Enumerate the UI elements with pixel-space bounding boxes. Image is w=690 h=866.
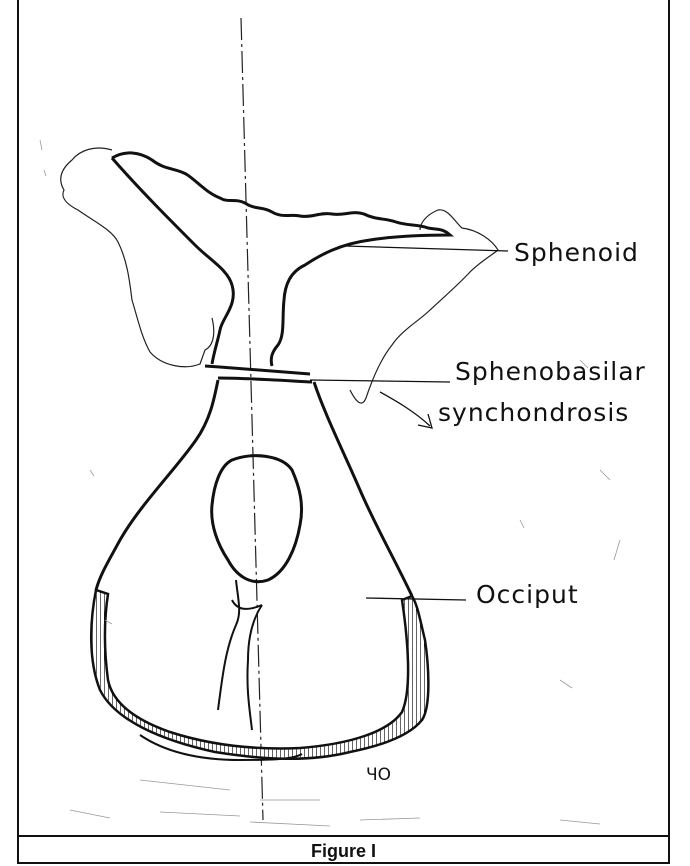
artist-initials: ЧО	[366, 765, 391, 785]
label-synchondrosis-line1: Sphenobasilar	[455, 357, 646, 386]
midline	[241, 18, 263, 820]
label-sphenoid: Sphenoid	[514, 238, 639, 267]
leader-synchondrosis	[310, 380, 450, 382]
foramen-magnum	[212, 456, 302, 582]
leader-occiput	[366, 598, 466, 600]
caption-text: Figure I	[311, 841, 376, 862]
sphenoid-outline	[61, 148, 498, 403]
synchondrosis-bars	[205, 366, 312, 382]
occipital-rim-hatched	[91, 590, 428, 759]
label-occiput: Occiput	[476, 580, 579, 609]
sphenoid-body	[112, 153, 450, 366]
label-synchondrosis-line2: synchondrosis	[438, 398, 629, 427]
internal-occipital-crest	[218, 580, 262, 730]
synchondrosis-arrow	[380, 392, 432, 428]
figure-caption: Figure I	[17, 835, 670, 866]
leader-sphenoid	[345, 246, 508, 251]
